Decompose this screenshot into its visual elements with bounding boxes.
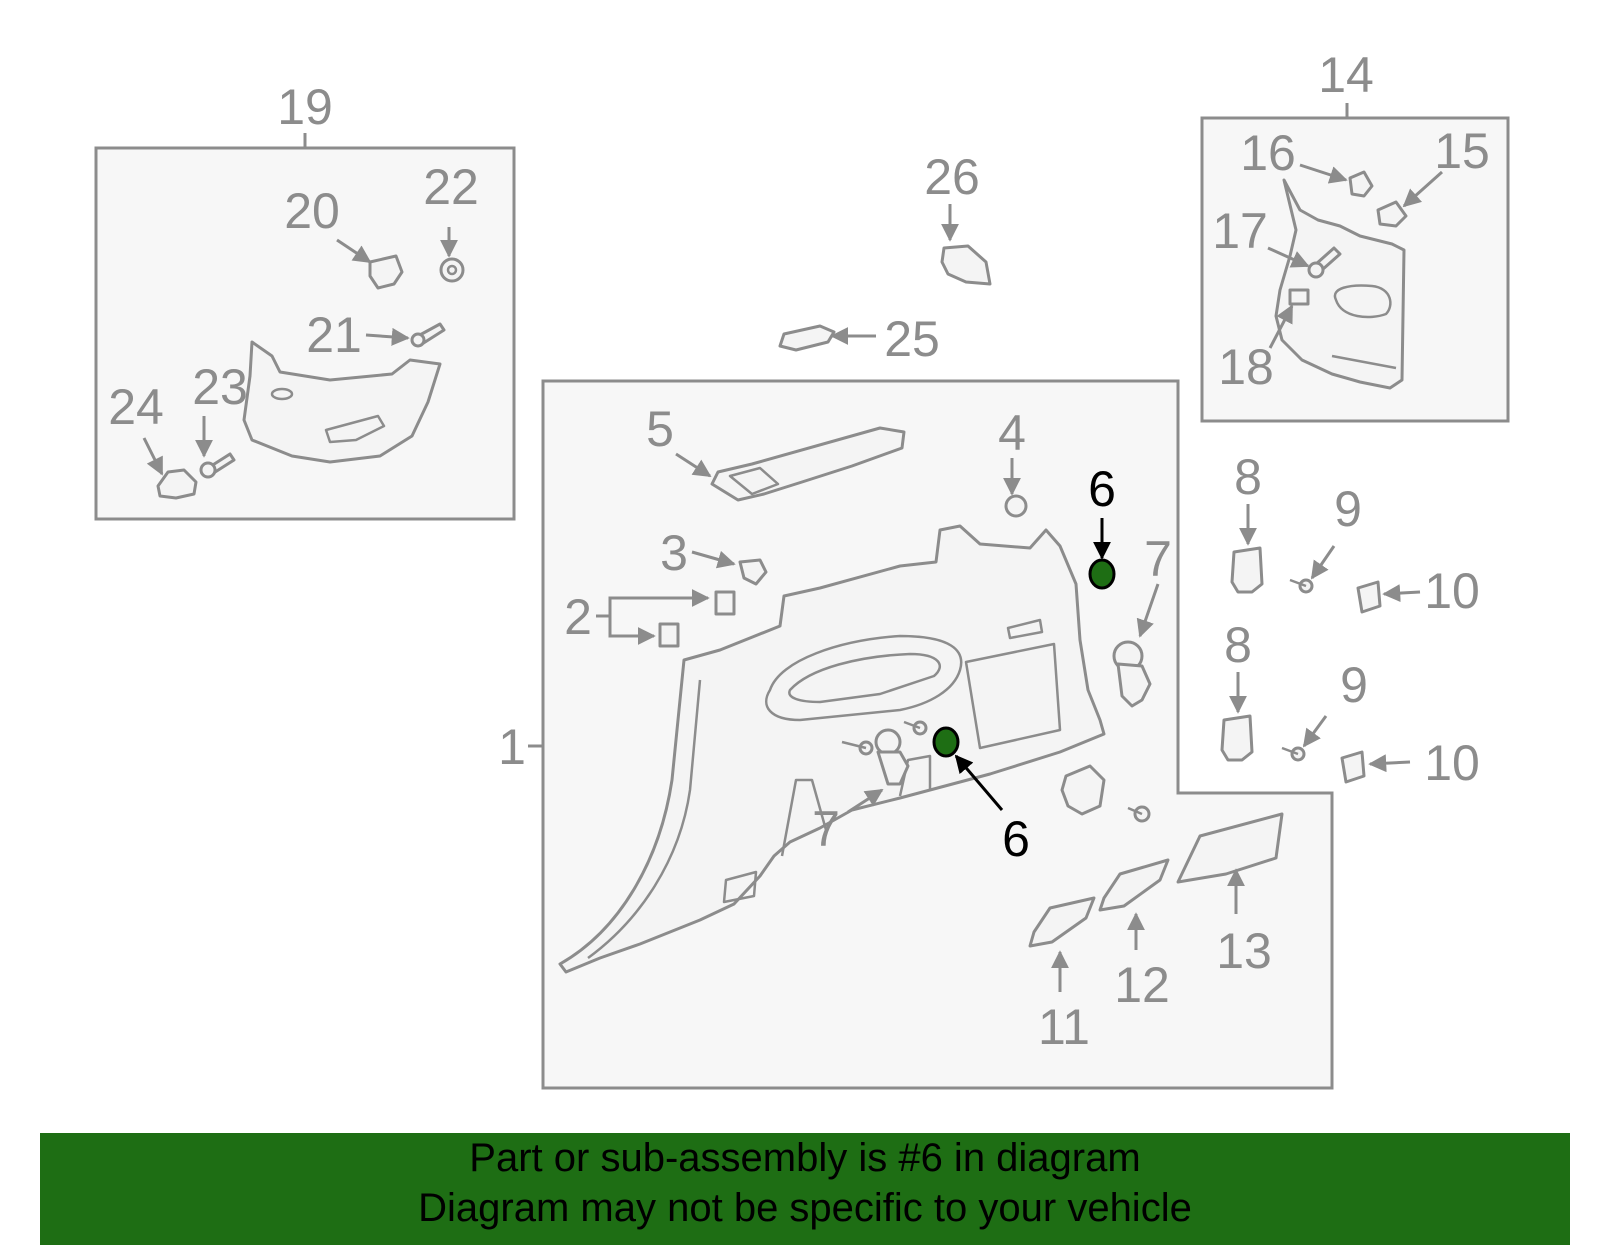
part-1-quarter-trim-panel bbox=[558, 524, 1106, 974]
part-6-cap-lower[interactable] bbox=[932, 726, 1004, 811]
part-15-clip bbox=[1376, 170, 1444, 228]
part-12-cover bbox=[1098, 858, 1170, 950]
part-8-cap-lower bbox=[1220, 672, 1254, 762]
callout-3: 3 bbox=[660, 525, 688, 581]
part-10-clip-lower bbox=[1340, 750, 1411, 784]
callout-14: 14 bbox=[1318, 47, 1374, 103]
part-8-cap-upper bbox=[1230, 504, 1264, 594]
part-16-clip bbox=[1299, 163, 1374, 198]
part-17-screw bbox=[1267, 246, 1342, 279]
callout-6-upper: 6 bbox=[1088, 461, 1116, 517]
callout-12: 12 bbox=[1114, 957, 1170, 1013]
part-4-nut bbox=[1003, 458, 1028, 518]
callout-9-upper: 9 bbox=[1334, 481, 1362, 537]
callout-25: 25 bbox=[884, 311, 940, 367]
callout-4: 4 bbox=[998, 405, 1026, 461]
callout-21: 21 bbox=[306, 307, 362, 363]
part-9-screw-lower bbox=[1281, 715, 1328, 762]
part-21-screw bbox=[365, 322, 446, 348]
part-22-nut bbox=[439, 227, 465, 283]
part-5-upper-trim bbox=[675, 426, 906, 502]
panel-screws bbox=[841, 720, 1151, 823]
callout-5: 5 bbox=[646, 401, 674, 457]
callout-8-upper: 8 bbox=[1234, 449, 1262, 505]
callout-20: 20 bbox=[284, 183, 340, 239]
info-banner: Part or sub-assembly is #6 in diagram Di… bbox=[40, 1133, 1570, 1245]
part-7-hook-right bbox=[1112, 583, 1160, 708]
callout-1: 1 bbox=[498, 719, 526, 775]
callout-24: 24 bbox=[108, 379, 164, 435]
part-bracket-lower bbox=[1060, 764, 1106, 816]
part-20-clip bbox=[336, 238, 404, 290]
callout-10-lower: 10 bbox=[1424, 735, 1480, 791]
callout-26: 26 bbox=[924, 149, 980, 205]
callout-7-right: 7 bbox=[1144, 531, 1172, 587]
part-3-clip bbox=[691, 550, 768, 586]
part-13-cover bbox=[1176, 812, 1284, 914]
part-24-clip bbox=[142, 437, 198, 500]
part-7-hook-left bbox=[847, 728, 910, 814]
callout-2: 2 bbox=[564, 589, 592, 645]
callout-23: 23 bbox=[192, 359, 248, 415]
part-18-tag bbox=[1268, 288, 1310, 349]
part-10-clip-upper bbox=[1356, 580, 1421, 614]
part-2-clips bbox=[596, 589, 736, 648]
part-14-trim-panel bbox=[1274, 178, 1406, 390]
part-6-cap-upper[interactable] bbox=[1088, 518, 1116, 590]
callout-6-lower: 6 bbox=[1002, 811, 1030, 867]
callout-10-upper: 10 bbox=[1424, 563, 1480, 619]
callout-16: 16 bbox=[1240, 125, 1296, 181]
banner-line-1: Part or sub-assembly is #6 in diagram bbox=[469, 1136, 1141, 1180]
banner-line-2: Diagram may not be specific to your vehi… bbox=[418, 1186, 1192, 1230]
callout-19: 19 bbox=[277, 79, 333, 135]
callout-13: 13 bbox=[1216, 923, 1272, 979]
callout-11: 11 bbox=[1038, 999, 1090, 1055]
part-19-trim-panel bbox=[242, 340, 442, 464]
part-9-screw-upper bbox=[1289, 545, 1336, 594]
part-25-cover bbox=[778, 324, 876, 352]
callout-17: 17 bbox=[1212, 203, 1268, 259]
callout-7-left: 7 bbox=[812, 801, 840, 857]
callout-9-lower: 9 bbox=[1340, 657, 1368, 713]
info-banner-bg bbox=[40, 1133, 1570, 1245]
part-11-cover bbox=[1028, 896, 1096, 992]
callout-8-lower: 8 bbox=[1224, 617, 1252, 673]
part-23-screw bbox=[195, 416, 236, 479]
callout-15: 15 bbox=[1434, 123, 1490, 179]
callout-18: 18 bbox=[1218, 339, 1274, 395]
part-26-bracket bbox=[940, 204, 992, 286]
callout-22: 22 bbox=[423, 159, 479, 215]
